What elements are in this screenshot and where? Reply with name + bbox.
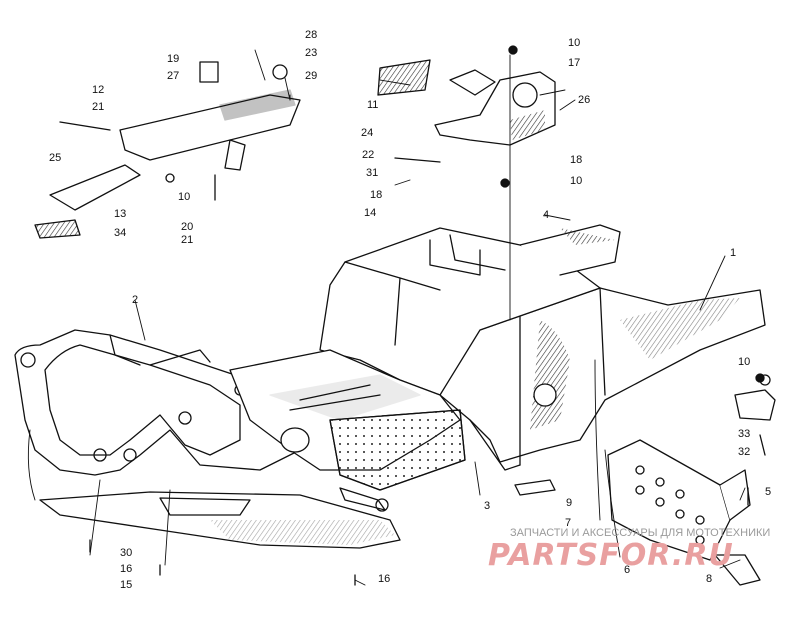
callout-18-lower: 18 bbox=[370, 189, 382, 201]
callout-1: 1 bbox=[730, 247, 736, 259]
callout-7: 7 bbox=[565, 517, 571, 529]
callout-21-lower: 21 bbox=[181, 234, 193, 246]
callout-25: 25 bbox=[49, 152, 61, 164]
callout-12: 12 bbox=[92, 84, 104, 96]
callout-30: 30 bbox=[120, 547, 132, 559]
callout-8: 8 bbox=[706, 573, 712, 585]
front-frame-loop bbox=[14, 329, 321, 476]
callout-33: 33 bbox=[738, 428, 750, 440]
callout-29: 29 bbox=[305, 70, 317, 82]
callout-32: 32 bbox=[738, 446, 750, 458]
callout-3: 3 bbox=[484, 500, 490, 512]
callout-24: 24 bbox=[361, 127, 373, 139]
bulkhead-assembly bbox=[319, 224, 621, 396]
callout-23: 23 bbox=[305, 47, 317, 59]
leader-lines bbox=[27, 49, 746, 586]
callout-28: 28 bbox=[305, 29, 317, 41]
watermark-caption: ЗАПЧАСТИ И АКСЕССУАРЫ ДЛЯ МОТОТЕХНИКИ bbox=[510, 527, 770, 539]
callout-17: 17 bbox=[568, 57, 580, 69]
side-plate-assembly bbox=[607, 439, 761, 586]
callout-5: 5 bbox=[765, 486, 771, 498]
footrest-bracket bbox=[34, 164, 141, 239]
fasteners bbox=[59, 45, 766, 586]
clip-part bbox=[514, 479, 556, 496]
callout-14: 14 bbox=[364, 207, 376, 219]
callout-31: 31 bbox=[366, 167, 378, 179]
callout-10-right: 10 bbox=[738, 356, 750, 368]
callout-4: 4 bbox=[543, 209, 549, 221]
callout-6: 6 bbox=[624, 564, 630, 576]
callout-34: 34 bbox=[114, 227, 126, 239]
callout-27: 27 bbox=[167, 70, 179, 82]
mounting-bracket bbox=[734, 374, 776, 421]
callout-22: 22 bbox=[362, 149, 374, 161]
callout-labels: 1 2 3 4 5 6 7 8 9 10 10 10 10 11 12 13 1… bbox=[49, 29, 771, 591]
callout-19: 19 bbox=[167, 53, 179, 65]
callout-13: 13 bbox=[114, 208, 126, 220]
callout-18-upper: 18 bbox=[570, 154, 582, 166]
callout-10-mid: 10 bbox=[570, 175, 582, 187]
callout-11: 11 bbox=[367, 99, 378, 111]
callout-16-left: 16 bbox=[120, 563, 132, 575]
callout-9: 9 bbox=[566, 497, 572, 509]
watermark: ЗАПЧАСТИ И АКСЕССУАРЫ ДЛЯ МОТОТЕХНИКИ PA… bbox=[488, 527, 770, 573]
chassis-center bbox=[229, 349, 466, 512]
watermark-logo: PARTSFOR.RU bbox=[488, 538, 734, 573]
callout-2: 2 bbox=[132, 294, 138, 306]
steering-support-bracket bbox=[377, 59, 556, 146]
callout-10-left: 10 bbox=[178, 191, 190, 203]
callout-10-top: 10 bbox=[568, 37, 580, 49]
tunnel-frame bbox=[439, 287, 766, 471]
callout-15: 15 bbox=[120, 579, 132, 591]
callout-21-upper: 21 bbox=[92, 101, 104, 113]
steering-console bbox=[119, 61, 301, 171]
callout-16-bottom: 16 bbox=[378, 573, 390, 585]
callout-26: 26 bbox=[578, 94, 590, 106]
belly-pan-plate bbox=[39, 491, 401, 549]
callout-20: 20 bbox=[181, 221, 193, 233]
